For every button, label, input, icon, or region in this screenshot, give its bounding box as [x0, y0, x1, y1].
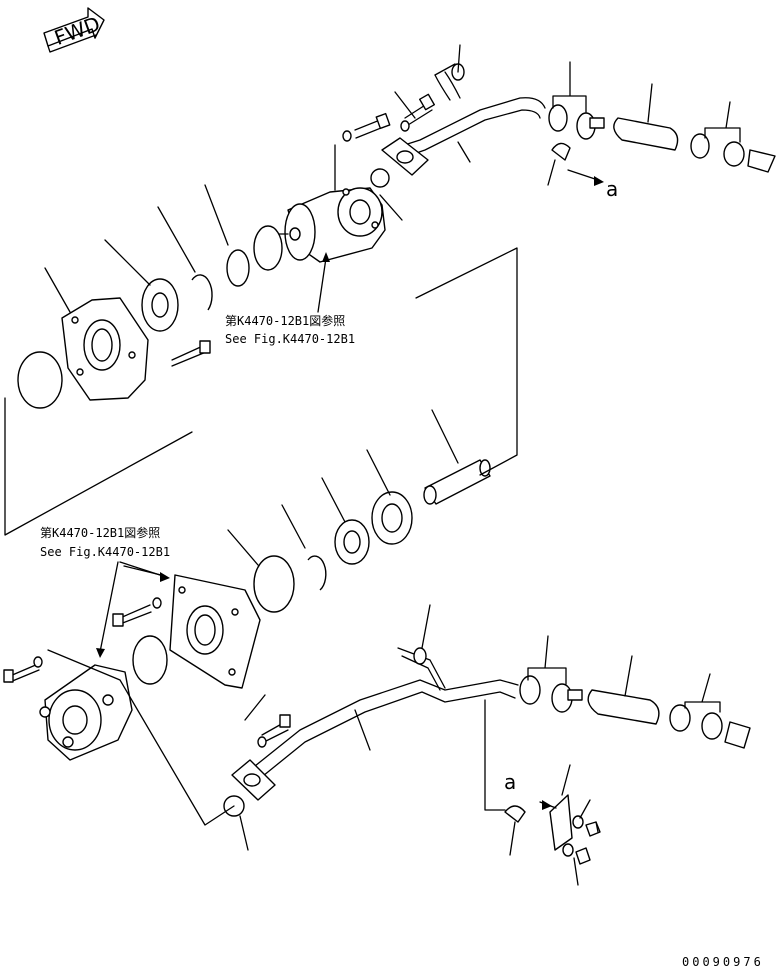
upper-reference-en: See Fig.K4470-12B1: [225, 332, 355, 346]
upper-housing: [17, 297, 211, 409]
upper-hose-clamps: [548, 104, 776, 173]
shaft: [423, 459, 491, 505]
lower-bracket: [223, 794, 601, 865]
upper-tube: [394, 63, 546, 159]
lower-reference-jp: 第K4470-12B1図参照: [40, 525, 160, 540]
upper-bolts: [342, 93, 436, 142]
middle-parts: [253, 491, 413, 613]
reference-arrows: [96, 176, 604, 810]
fwd-arrow-icon: FWD: [43, 7, 105, 53]
lower-housing: [112, 574, 261, 689]
upper-tube-flange: [381, 137, 429, 176]
lower-pump: [3, 656, 133, 761]
drawing-code: 00090976: [682, 955, 764, 969]
fwd-label: FWD: [51, 11, 103, 50]
upper-orings: [141, 225, 283, 332]
marker-a-lower: a: [504, 770, 516, 794]
lower-reference-en: See Fig.K4470-12B1: [40, 545, 170, 559]
lower-tube: [231, 647, 519, 801]
marker-a-upper: a: [606, 177, 618, 201]
leader-lines: [4, 44, 741, 886]
lower-hose-clamps: [519, 675, 751, 749]
upper-pump: [269, 168, 390, 263]
upper-clip: [551, 142, 571, 161]
upper-reference-jp: 第K4470-12B1図参照: [225, 313, 345, 328]
